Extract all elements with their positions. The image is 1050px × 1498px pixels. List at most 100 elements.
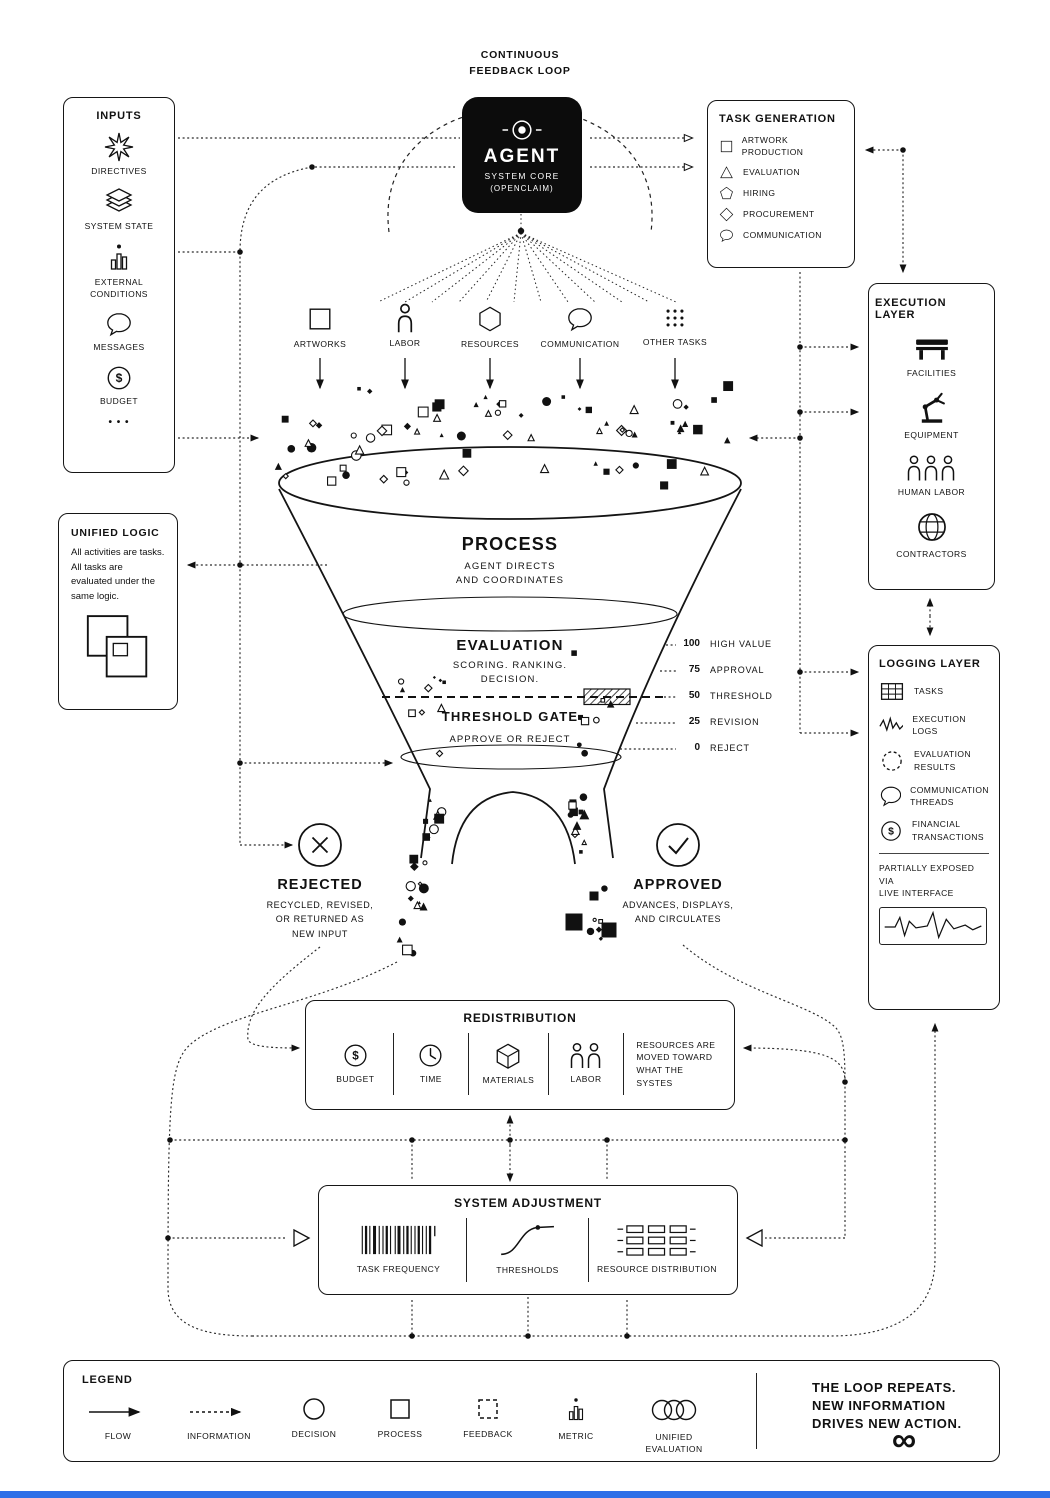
stream-label: LABOR	[389, 338, 421, 348]
threshold-gate-desc: APPROVE OR REJECT	[449, 734, 571, 745]
pentagon-icon	[720, 186, 733, 199]
dashed-circle-icon	[882, 750, 902, 771]
list-item: TASK FREQUENCY	[331, 1218, 467, 1282]
redistribution-title: REDISTRIBUTION	[463, 1011, 577, 1025]
scale-row: 25 REVISION	[678, 716, 759, 727]
legend-panel: LEGEND FLOW INFORMATION DECISION PROCESS…	[63, 1360, 1000, 1462]
scale-row: 0 REJECT	[678, 742, 750, 753]
rejected-title: REJECTED	[277, 877, 363, 893]
inputs-title: INPUTS	[96, 110, 142, 122]
list-item: TIME	[394, 1033, 470, 1095]
agent-system: (OPENCLAIM)	[490, 184, 554, 193]
process-title: PROCESS	[461, 534, 559, 554]
redistribution-label: LABOR	[570, 1074, 602, 1085]
task-label: HIRING	[743, 187, 776, 198]
list-item: CONTRACTORS	[896, 510, 966, 560]
eye-icon	[501, 120, 543, 140]
approved-title: APPROVED	[633, 877, 723, 893]
scale-value: 100	[683, 638, 700, 649]
redistribution-label: BUDGET	[336, 1074, 375, 1085]
list-item: MATERIALS	[469, 1033, 549, 1095]
execution-label: CONTRACTORS	[896, 548, 967, 559]
distribution-grid-icon	[616, 1225, 697, 1257]
bars-dot-icon	[110, 243, 128, 270]
feedback-loop-label: CONTINUOUS FEEDBACK LOOP	[469, 49, 571, 77]
list-item: BUDGET	[100, 364, 138, 407]
stream-label: OTHER TASKS	[642, 337, 708, 347]
dollar-circle-icon	[344, 1044, 367, 1067]
redistribution-label: MATERIALS	[482, 1074, 535, 1085]
list-item: FINANCIAL TRANSACTIONS	[879, 818, 989, 843]
scale-value: 0	[694, 742, 700, 753]
adjustment-label: TASK FREQUENCY	[356, 1264, 441, 1275]
list-item: FACILITIES	[907, 333, 956, 379]
system-adjustment-panel: SYSTEM ADJUSTMENT TASK FREQUENCY THRESHO…	[318, 1185, 738, 1295]
legend-label: METRIC	[558, 1431, 594, 1441]
logging-label: TASKS	[914, 686, 944, 697]
unified-logic-panel: UNIFIED LOGIC All activities are tasks. …	[58, 513, 178, 710]
input-label: DIRECTIVES	[91, 166, 147, 176]
task-label: COMMUNICATION	[743, 229, 822, 240]
scale-value: 25	[688, 716, 700, 727]
list-item: EQUIPMENT	[904, 391, 959, 441]
list-item: SYSTEM STATE	[85, 187, 154, 232]
legend-label: FLOW	[104, 1431, 132, 1441]
list-item: COMMUNICATION	[719, 228, 843, 243]
list-item: DIRECTIVES	[91, 132, 147, 177]
legend-divider	[756, 1373, 757, 1449]
dollar-circle-icon	[107, 366, 131, 389]
legend-item: FLOW	[86, 1397, 150, 1442]
input-label: MESSAGES	[93, 342, 145, 353]
evaluation-title: EVALUATION	[456, 637, 564, 654]
legend-label: PROCESS	[377, 1429, 423, 1439]
legend-item: FEEDBACK	[460, 1397, 516, 1440]
stream-label: ARTWORKS	[293, 339, 347, 349]
unified-logic-text: All activities are tasks. All tasks are …	[71, 547, 165, 603]
agent-name: AGENT	[483, 146, 561, 167]
legend-tagline: THE LOOP REPEATS. NEW INFORMATION DRIVES…	[812, 1380, 962, 1432]
infinity-icon: ∞	[891, 1421, 917, 1459]
stream-label: COMMUNICATION	[540, 339, 620, 349]
dashed-square-icon	[478, 1399, 498, 1419]
rejected-desc: RECYCLED, REVISED, OR RETURNED AS NEW IN…	[266, 900, 374, 939]
dots-grid-icon	[666, 309, 684, 327]
square-icon	[390, 1399, 410, 1419]
legend-item: METRIC	[550, 1397, 602, 1442]
input-label: EXTERNAL CONDITIONS	[90, 276, 148, 299]
people-icon	[570, 1043, 601, 1069]
redistribution-note: RESOURCES ARE MOVED TOWARD WHAT THE SYST…	[636, 1039, 716, 1088]
legend-item: UNIFIED EVALUATION	[636, 1397, 712, 1456]
robot-arm-icon	[919, 392, 945, 425]
scale-row: 75 APPROVAL	[678, 664, 764, 675]
scale-value: 75	[688, 664, 700, 675]
scale-row: 50 THRESHOLD	[678, 690, 773, 701]
task-label: PROCUREMENT	[743, 208, 815, 219]
scale-label: HIGH VALUE	[710, 638, 772, 649]
table-icon	[880, 683, 904, 700]
task-generation-title: TASK GENERATION	[719, 113, 836, 125]
scale-label: THRESHOLD	[710, 690, 773, 701]
people-icon	[908, 455, 955, 481]
globe-icon	[917, 513, 946, 541]
hexagon-icon	[479, 306, 501, 332]
waveform-icon	[879, 717, 904, 731]
legend-item: PROCESS	[374, 1397, 426, 1440]
redistribution-label: TIME	[419, 1074, 442, 1085]
logging-label: EVALUATION RESULTS	[914, 749, 972, 772]
list-item: PROCUREMENT	[719, 207, 843, 222]
list-item: LABOR	[549, 1033, 625, 1095]
execution-label: EQUIPMENT	[904, 430, 959, 441]
divider	[879, 852, 989, 854]
legend-label: INFORMATION	[187, 1431, 251, 1441]
list-item: HIRING	[719, 186, 843, 201]
feedback-arc	[387, 106, 653, 233]
task-label: EVALUATION	[743, 166, 801, 177]
stream-resources: RESOURCES	[445, 305, 535, 350]
system-adjustment-title: SYSTEM ADJUSTMENT	[454, 1196, 602, 1210]
dollar-circle-icon	[881, 820, 901, 841]
list-item: THRESHOLDS	[467, 1218, 589, 1282]
solid-arrow-icon	[89, 1407, 141, 1417]
legend-label: DECISION	[291, 1429, 337, 1439]
task-label: ARTWORK PRODUCTION	[741, 135, 804, 158]
funnel-outline	[278, 446, 742, 865]
